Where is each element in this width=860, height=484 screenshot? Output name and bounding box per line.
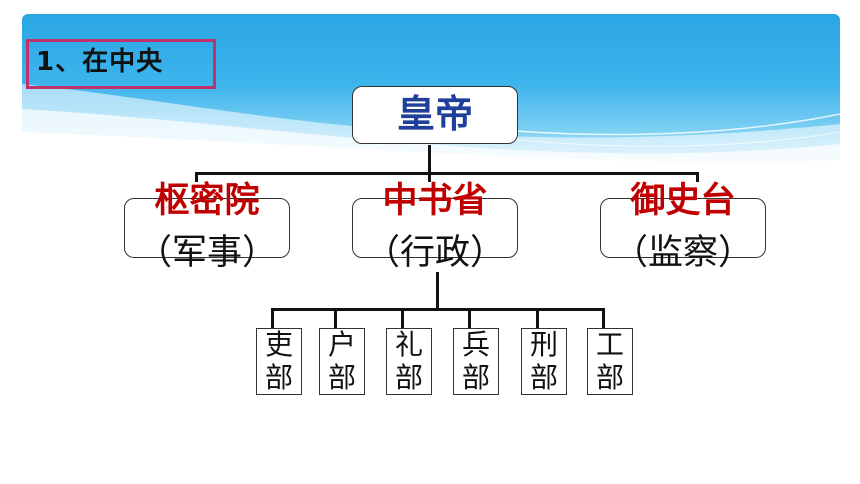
- ministry-bottom-char: 部: [529, 361, 558, 394]
- agency-role-supervision: （监察）: [612, 233, 753, 273]
- agency-name-administration: 中书省: [382, 181, 488, 221]
- agency-name-supervision: 御史台: [630, 181, 736, 221]
- ministry-bus-line: [271, 308, 605, 311]
- ministry-revenue: 户 部: [319, 328, 365, 395]
- ministry-justice: 刑 部: [521, 328, 567, 395]
- agency-role-administration: （行政）: [364, 233, 505, 273]
- agency-role-military: （军事）: [136, 233, 277, 273]
- agency-center-drop: [428, 172, 431, 182]
- ministry-personnel: 吏 部: [256, 328, 302, 395]
- ministry-top-char: 户: [327, 328, 356, 361]
- agency-node-administration: [352, 198, 518, 258]
- ministry-top-char: 工: [595, 328, 624, 361]
- agency-name-military: 枢密院: [154, 181, 260, 221]
- agency-node-military: [124, 198, 290, 258]
- ministry-works: 工 部: [587, 328, 633, 395]
- ministry-rites: 礼 部: [386, 328, 432, 395]
- ministry-top-char: 礼: [394, 328, 423, 361]
- ministry-stem-line: [436, 272, 439, 310]
- ministry-drop-1: [271, 308, 274, 329]
- ministry-bottom-char: 部: [327, 361, 356, 394]
- ministry-drop-4: [468, 308, 471, 329]
- root-stem-line: [428, 145, 431, 174]
- ministry-drop-2: [334, 308, 337, 329]
- agency-bus-line: [195, 172, 699, 175]
- agency-right-drop: [696, 172, 699, 182]
- ministry-bottom-char: 部: [394, 361, 423, 394]
- agency-node-supervision: [600, 198, 766, 258]
- section-title: 1、在中央: [36, 47, 164, 77]
- ministry-bottom-char: 部: [264, 361, 293, 394]
- ministry-drop-3: [401, 308, 404, 329]
- agency-left-drop: [195, 172, 198, 182]
- ministry-top-char: 刑: [529, 328, 558, 361]
- root-node-label: 皇帝: [396, 92, 473, 136]
- header-banner: [22, 14, 840, 170]
- ministry-war: 兵 部: [453, 328, 499, 395]
- ministry-top-char: 吏: [264, 328, 293, 361]
- section-title-frame: [26, 39, 216, 89]
- ministry-bottom-char: 部: [595, 361, 624, 394]
- root-node: [352, 86, 518, 144]
- ministry-drop-6: [602, 308, 605, 329]
- ministry-top-char: 兵: [461, 328, 490, 361]
- ministry-bottom-char: 部: [461, 361, 490, 394]
- ministry-drop-5: [536, 308, 539, 329]
- banner-wave-graphic: [22, 84, 840, 170]
